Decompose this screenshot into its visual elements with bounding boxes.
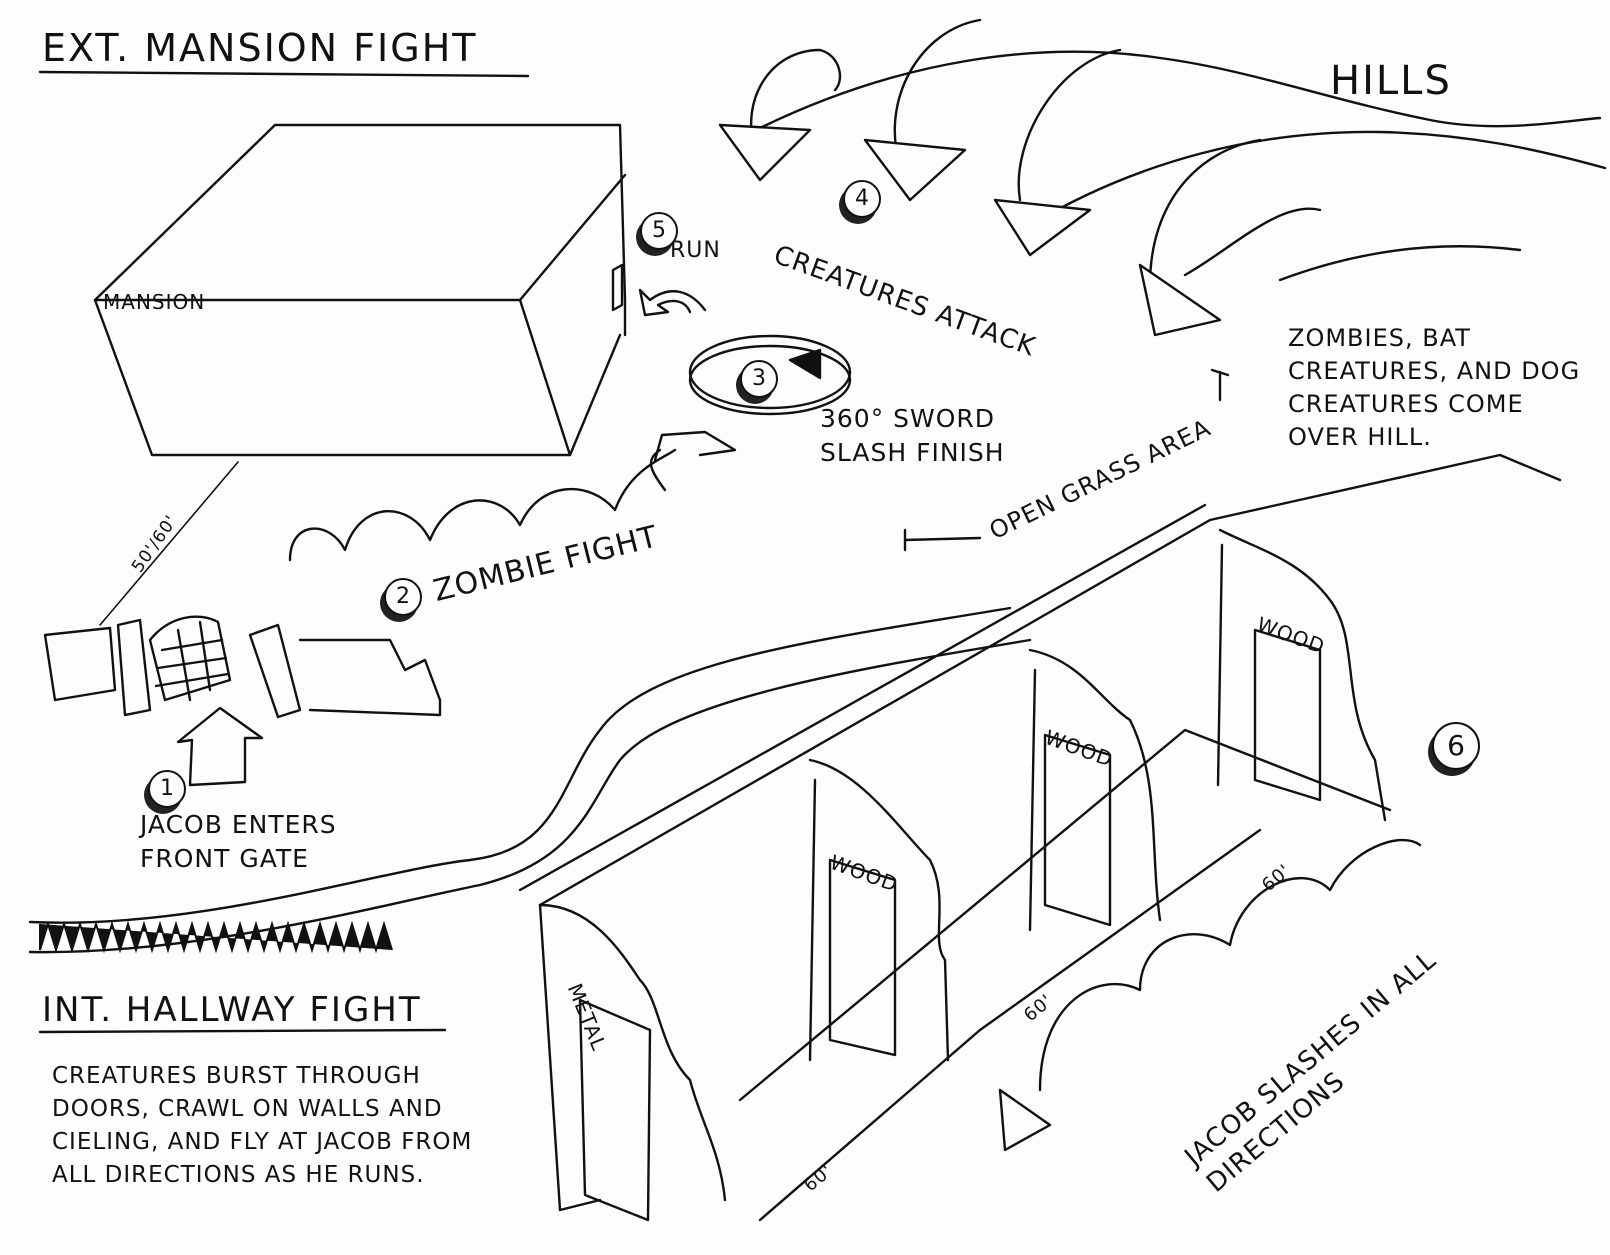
gate-enter-label: JACOB ENTERS FRONT GATE bbox=[140, 810, 337, 873]
beat-marker-2: 2 bbox=[384, 578, 422, 616]
beat-marker-3: 3 bbox=[740, 360, 778, 398]
creature-arrows bbox=[718, 18, 1322, 337]
beat-marker-4: 4 bbox=[843, 180, 881, 218]
mansion-label: MANSION bbox=[103, 290, 206, 314]
hallway-slash-arcs bbox=[998, 838, 1422, 1152]
int-title-underline bbox=[38, 1028, 447, 1034]
path-band bbox=[28, 606, 1032, 954]
int-note: CREATURES BURST THROUGH DOORS, CRAWL ON … bbox=[52, 1063, 473, 1188]
ext-section-title: EXT. MANSION FIGHT bbox=[42, 26, 478, 70]
run-arrow bbox=[638, 288, 707, 317]
hills-label: HILLS bbox=[1330, 58, 1452, 104]
beat-marker-1: 1 bbox=[148, 770, 186, 808]
entry-arrow bbox=[176, 706, 264, 787]
mansion-gate-dimension bbox=[99, 461, 239, 626]
hallway-structure bbox=[518, 453, 1562, 1222]
hill-line-1 bbox=[758, 50, 1602, 130]
beat-marker-6: 6 bbox=[1432, 722, 1480, 770]
run-label: RUN bbox=[670, 238, 721, 263]
front-gate bbox=[43, 615, 442, 719]
hill-line-2 bbox=[1028, 130, 1607, 227]
beat-marker-5: 5 bbox=[640, 212, 678, 250]
ext-title-underline bbox=[38, 70, 530, 78]
int-section-title: INT. HALLWAY FIGHT bbox=[42, 990, 422, 1030]
sword-finish-label: 360° SWORD SLASH FINISH bbox=[820, 404, 1005, 467]
hill-note: ZOMBIES, BAT CREATURES, AND DOG CREATURE… bbox=[1288, 324, 1581, 451]
zombie-fight-arcs bbox=[288, 430, 737, 562]
hill-line-3 bbox=[1278, 245, 1522, 282]
sword-slash-circle bbox=[688, 334, 852, 416]
open-grass-bracket bbox=[903, 368, 1230, 552]
mansion-box bbox=[93, 123, 627, 457]
